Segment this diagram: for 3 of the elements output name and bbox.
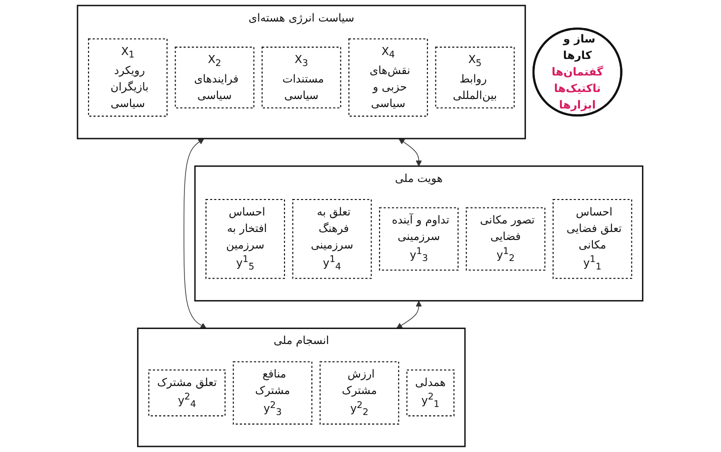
arrow [396,300,422,329]
arrow [399,138,422,166]
arrow [184,138,207,329]
